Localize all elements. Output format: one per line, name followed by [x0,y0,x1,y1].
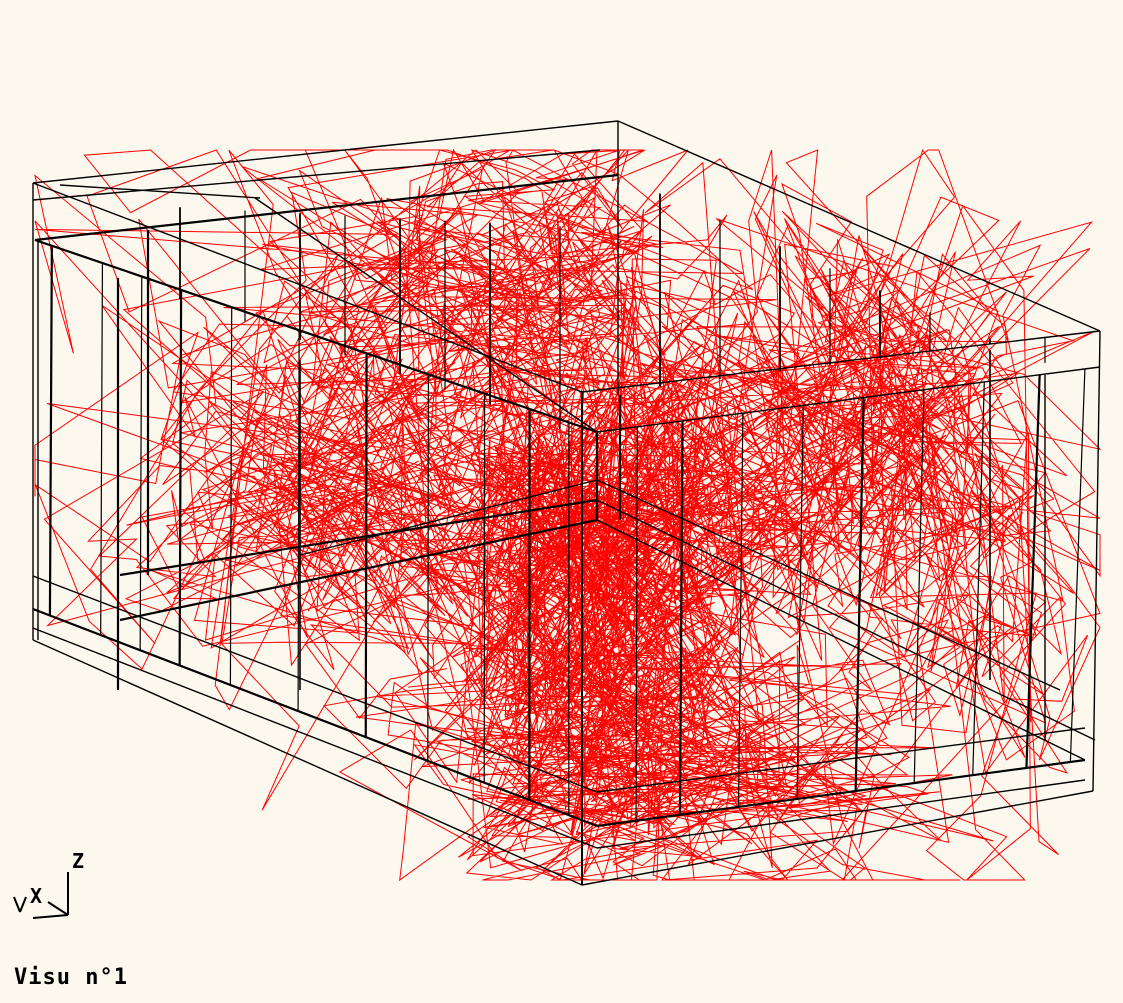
wire-edge-9 [581,790,1094,886]
wire-edge-11 [34,238,598,434]
wire-edge-20 [32,627,598,849]
wire-edge-24 [119,518,598,622]
wire-edge-42 [635,426,638,821]
wire-edge-46 [854,397,865,792]
wire-edge-23 [596,499,1096,741]
wire-edge-49 [1025,374,1041,768]
trajectory-path-5 [45,248,633,811]
wire-edge-2 [617,120,1101,332]
wire-edge-38 [427,374,429,761]
x-axis-line [47,901,69,916]
wire-edge-34 [178,289,183,666]
wire-edge-17 [596,727,1086,793]
wire-edge-25 [596,519,1086,761]
wire-edge-44 [737,413,744,807]
trajectory-path-3 [223,148,777,566]
wire-edge-21 [596,779,1086,849]
wire-edge-6 [1092,330,1101,792]
wire-edge-37 [364,353,368,738]
wire-edge-28 [254,197,598,433]
trajectory-path-7 [771,306,1101,881]
wire-edge-16 [32,575,598,793]
wire-edge-26 [299,479,598,556]
wire-edge-31 [48,245,53,616]
wire-edge-36 [297,330,300,711]
wire-edge-48 [972,381,985,776]
wire-edge-32 [100,263,104,636]
wire-edge-12 [34,173,619,242]
z-axis-label: Z [72,849,84,873]
x-axis-label: X [30,884,42,908]
wire-edge-27 [596,479,1061,691]
wire-edge-18 [32,607,598,828]
wire-edge-1 [32,120,619,184]
axis-triad-icon: Z X [13,849,84,919]
view-caption: Visu n°1 [14,965,128,990]
wire-edge-22 [119,498,598,577]
wire-edge-14 [32,149,601,201]
room-wireframe [32,120,1101,886]
wire-edge-13 [596,366,1101,433]
wire-edge-19 [596,758,1086,828]
y-axis-line [32,914,69,919]
wire-edge-50 [1069,368,1086,763]
v-mark-right [19,896,27,913]
wire-edge-8 [32,639,583,886]
wire-edge-47 [913,389,925,784]
wire-edge-43 [678,420,684,815]
wire-edge-15 [59,184,261,199]
particle-trajectories [34,148,1102,882]
wire-edge-35 [229,307,233,685]
wire-edge-33 [139,276,143,651]
wire-edge-3 [581,330,1101,393]
wire-edge-45 [796,405,804,799]
trajectory-path-4 [309,575,1047,882]
v-mark-left [13,896,21,913]
